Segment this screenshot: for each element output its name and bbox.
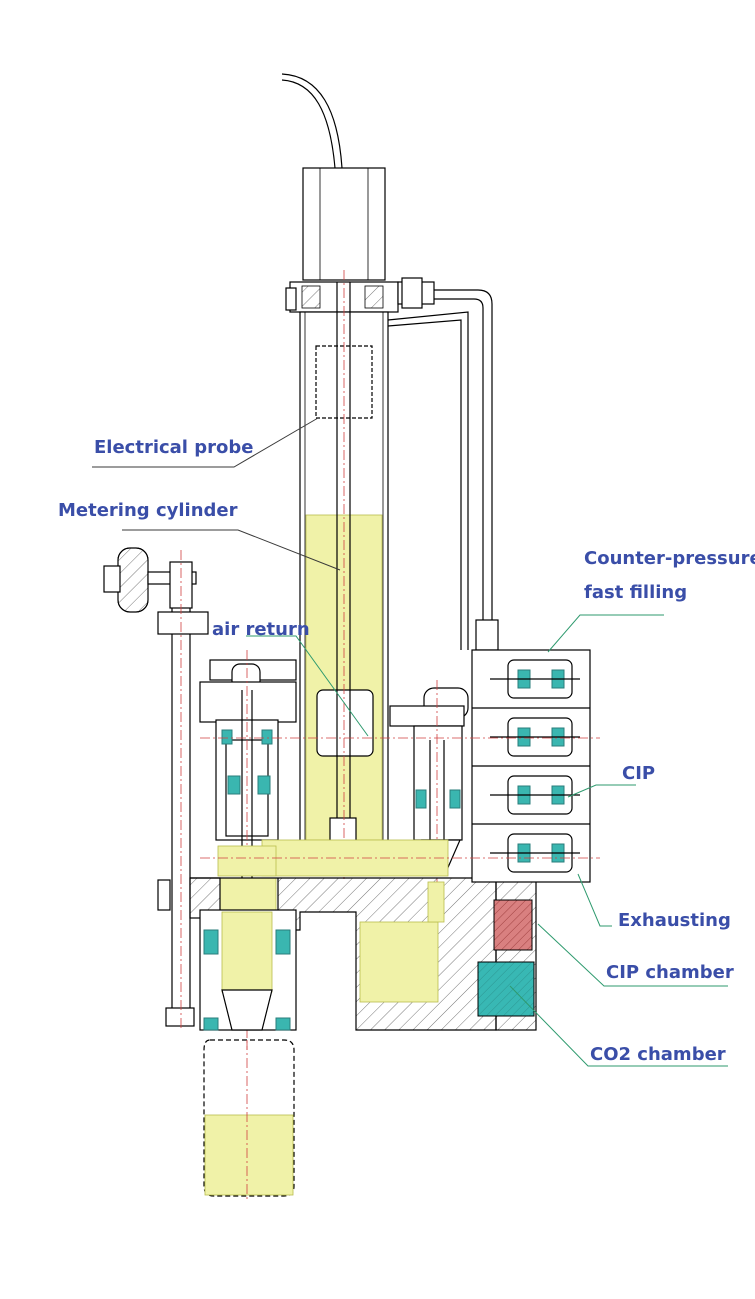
label-exhausting: Exhausting (618, 910, 731, 931)
label-fast-filling: fast filling (584, 582, 687, 603)
left-valve (199, 650, 297, 1050)
label-cip-chamber: CIP chamber (606, 962, 734, 983)
metering-cylinder (299, 270, 389, 880)
valve-unit-4 (490, 833, 580, 873)
label-electrical-probe: Electrical probe (94, 437, 253, 458)
label-co2-chamber: CO2 chamber (590, 1044, 726, 1065)
bottle (203, 1039, 295, 1200)
cip-chamber-block (493, 899, 533, 951)
probe-cable (281, 73, 343, 169)
label-air-return: air return (212, 619, 310, 640)
valve-unit-1 (490, 659, 580, 699)
valve-unit-2 (490, 717, 580, 757)
valve-block-stack (200, 649, 600, 883)
valve-unit-3 (490, 775, 580, 815)
filling-nozzle (199, 909, 297, 1031)
lever-assembly (103, 547, 209, 1030)
return-tube (387, 277, 499, 651)
label-counter-pressure: Counter-pressure, (584, 548, 755, 569)
co2-chamber-block (477, 961, 535, 1017)
right-valve (389, 680, 469, 890)
leader-lines (92, 417, 728, 1067)
label-metering-cylinder: Metering cylinder (58, 500, 238, 521)
probe-head (285, 167, 399, 313)
label-cip: CIP (622, 763, 655, 784)
